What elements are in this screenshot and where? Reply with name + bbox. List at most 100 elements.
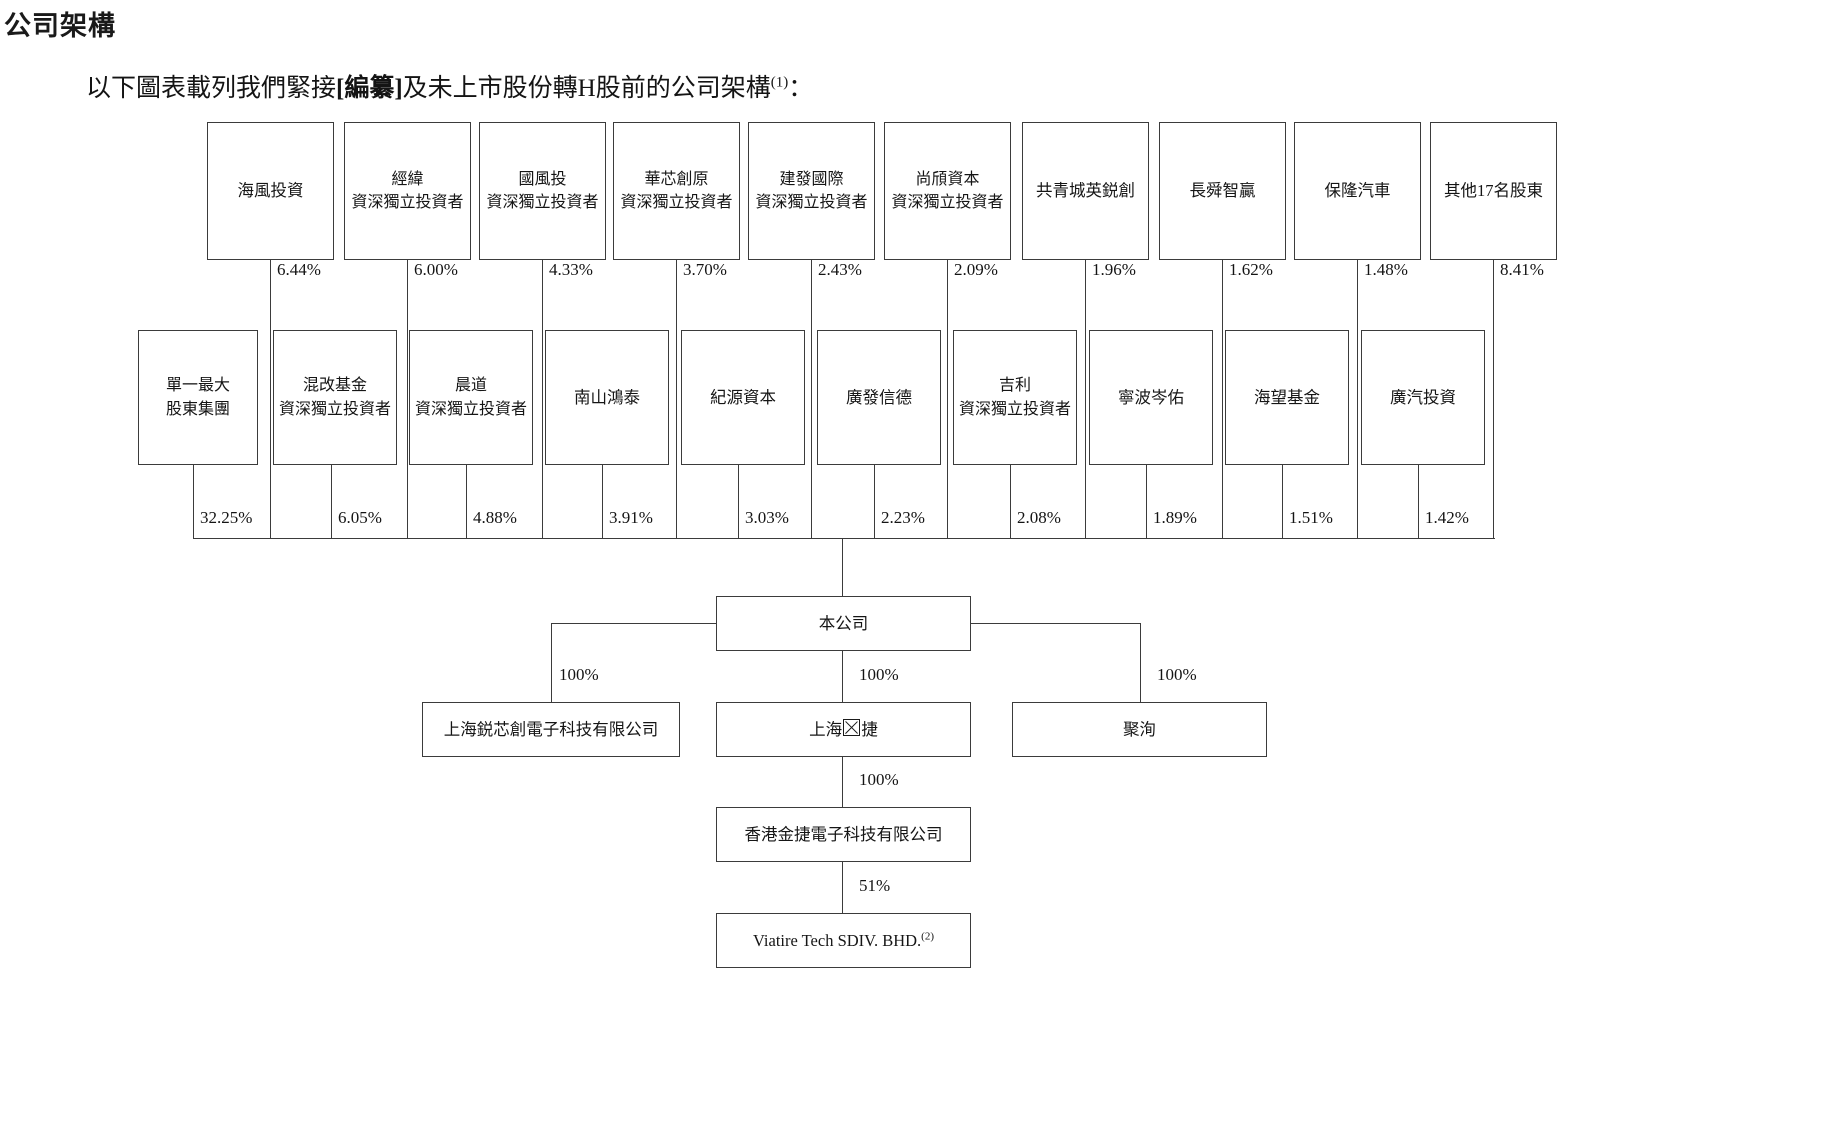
hk-subsidiary-pct: 100%	[857, 770, 901, 790]
row1-label-4: 建發國際	[779, 170, 844, 188]
row2-connector-4	[738, 465, 740, 538]
intro-colon: ：	[788, 75, 814, 102]
row1-pct-6: 1.96%	[1090, 260, 1138, 280]
row2-label-9: 廣汽投資	[1390, 387, 1456, 407]
row2-connector-9	[1418, 465, 1420, 538]
hk-subsidiary-box: 香港金捷電子科技有限公司	[716, 807, 971, 862]
row2-connector-5	[874, 465, 876, 538]
row1-connector-3	[676, 260, 678, 538]
row2-label-5: 廣發信德	[846, 387, 912, 407]
row1-pct-4: 2.43%	[816, 260, 864, 280]
subsidiary-branch-left	[551, 623, 717, 625]
row2-pct-6: 2.08%	[1015, 508, 1063, 528]
row2-connector-6	[1010, 465, 1012, 538]
row2-label-4: 紀源資本	[710, 387, 776, 407]
row1-connector-1	[407, 260, 409, 538]
row2-pct-1: 6.05%	[336, 508, 384, 528]
missing-glyph-icon	[843, 718, 861, 736]
subsidiary-box-0: 上海鋭芯創電子科技有限公司	[422, 702, 680, 757]
row1-label-6: 共青城英鋭創	[1036, 181, 1135, 201]
subsidiary-drop-center	[842, 651, 844, 702]
row2-pct-8: 1.51%	[1287, 508, 1335, 528]
malaysia-subsidiary-pct: 51%	[857, 876, 893, 896]
malaysia-subsidiary-label: Viatire Tech SDIV. BHD.(2)	[753, 929, 934, 953]
row2-connector-1	[331, 465, 333, 538]
intro-paragraph: 以下圖表載列我們緊接[編纂]及未上市股份轉H股前的公司架構(1)：	[86, 68, 813, 104]
row1-box-0: 海風投資	[207, 122, 334, 260]
row2-box-8: 海望基金	[1225, 330, 1349, 465]
row1-box-9: 其他17名股東	[1430, 122, 1557, 260]
row1-pct-0: 6.44%	[275, 260, 323, 280]
row2-sublabel-0: 股東集團	[165, 400, 230, 418]
row1-label-9: 其他17名股東	[1444, 181, 1543, 201]
row1-pct-5: 2.09%	[952, 260, 1000, 280]
malaysia-footnote-marker: (2)	[921, 930, 934, 943]
row2-label-3: 南山鴻泰	[574, 387, 640, 407]
row1-box-6: 共青城英鋭創	[1022, 122, 1149, 260]
row2-label-0: 單一最大	[165, 377, 230, 395]
intro-bracket-term: [編纂]	[336, 75, 403, 102]
row1-pct-1: 6.00%	[412, 260, 460, 280]
row1-pct-9: 8.41%	[1498, 260, 1546, 280]
subsidiary-drop-left	[551, 623, 553, 702]
row2-connector-3	[602, 465, 604, 538]
subsidiary-box-2: 聚洵	[1012, 702, 1267, 757]
row1-box-7: 長舜智贏	[1159, 122, 1286, 260]
subsidiary-label-0: 上海鋭芯創電子科技有限公司	[443, 719, 659, 739]
row1-label-7: 長舜智贏	[1189, 181, 1256, 201]
row2-sublabel-1: 資深獨立投資者	[278, 400, 391, 418]
company-box: 本公司	[716, 596, 971, 651]
row1-label-2: 國風投	[518, 170, 567, 188]
malaysia-subsidiary-box: Viatire Tech SDIV. BHD.(2)	[716, 913, 971, 968]
row1-connector-7	[1222, 260, 1224, 538]
subsidiary-pct-2: 100%	[1155, 665, 1199, 685]
row1-connector-9	[1493, 260, 1495, 538]
row2-label-7: 寧波岑佑	[1118, 387, 1184, 407]
row2-connector-7	[1146, 465, 1148, 538]
row2-box-1: 混改基金 資深獨立投資者	[273, 330, 397, 465]
subsidiary-pct-1: 100%	[857, 665, 901, 685]
row2-connector-8	[1282, 465, 1284, 538]
subsidiary-label-2: 聚洵	[1123, 719, 1156, 739]
row1-pct-3: 3.70%	[681, 260, 729, 280]
row1-sublabel-2: 資深獨立投資者	[486, 194, 599, 211]
row2-box-2: 晨道 資深獨立投資者	[409, 330, 533, 465]
hk-subsidiary-connector	[842, 757, 844, 807]
row2-pct-2: 4.88%	[471, 508, 519, 528]
page-title: 公司架構	[4, 11, 116, 41]
shareholder-collector-bus	[193, 538, 1495, 540]
subsidiary-name-suffix-1: 捷	[861, 719, 878, 739]
row2-pct-7: 1.89%	[1151, 508, 1199, 528]
row1-sublabel-4: 資深獨立投資者	[755, 194, 868, 211]
row1-connector-8	[1357, 260, 1359, 538]
row2-connector-0	[193, 465, 195, 538]
row2-connector-2	[466, 465, 468, 538]
row2-label-2: 晨道	[454, 377, 487, 395]
malaysia-subsidiary-connector	[842, 862, 844, 913]
subsidiary-branch-right	[970, 623, 1141, 625]
row2-box-7: 寧波岑佑	[1089, 330, 1213, 465]
row1-box-5: 尚頎資本 資深獨立投資者	[884, 122, 1011, 260]
row1-label-0: 海風投資	[237, 181, 304, 201]
row1-connector-5	[947, 260, 949, 538]
row1-sublabel-5: 資深獨立投資者	[891, 194, 1004, 211]
row1-box-1: 經緯 資深獨立投資者	[344, 122, 471, 260]
row1-sublabel-1: 資深獨立投資者	[351, 194, 464, 211]
row2-box-6: 吉利 資深獨立投資者	[953, 330, 1077, 465]
row1-label-3: 華芯創原	[644, 170, 709, 188]
row2-pct-5: 2.23%	[879, 508, 927, 528]
row2-pct-4: 3.03%	[743, 508, 791, 528]
row1-pct-2: 4.33%	[547, 260, 595, 280]
intro-prefix: 以下圖表載列我們緊接	[86, 75, 337, 102]
row2-label-8: 海望基金	[1254, 387, 1320, 407]
row1-connector-6	[1085, 260, 1087, 538]
row1-connector-4	[811, 260, 813, 538]
subsidiary-name-prefix-1: 上海	[809, 719, 843, 739]
row1-sublabel-3: 資深獨立投資者	[620, 194, 733, 211]
row2-box-3: 南山鴻泰	[545, 330, 669, 465]
subsidiary-drop-right	[1140, 623, 1142, 702]
bus-to-company-connector	[842, 538, 844, 596]
malaysia-subsidiary-name: Viatire Tech SDIV. BHD.	[752, 930, 922, 950]
row1-box-8: 保隆汽車	[1294, 122, 1421, 260]
company-label: 本公司	[818, 613, 869, 633]
